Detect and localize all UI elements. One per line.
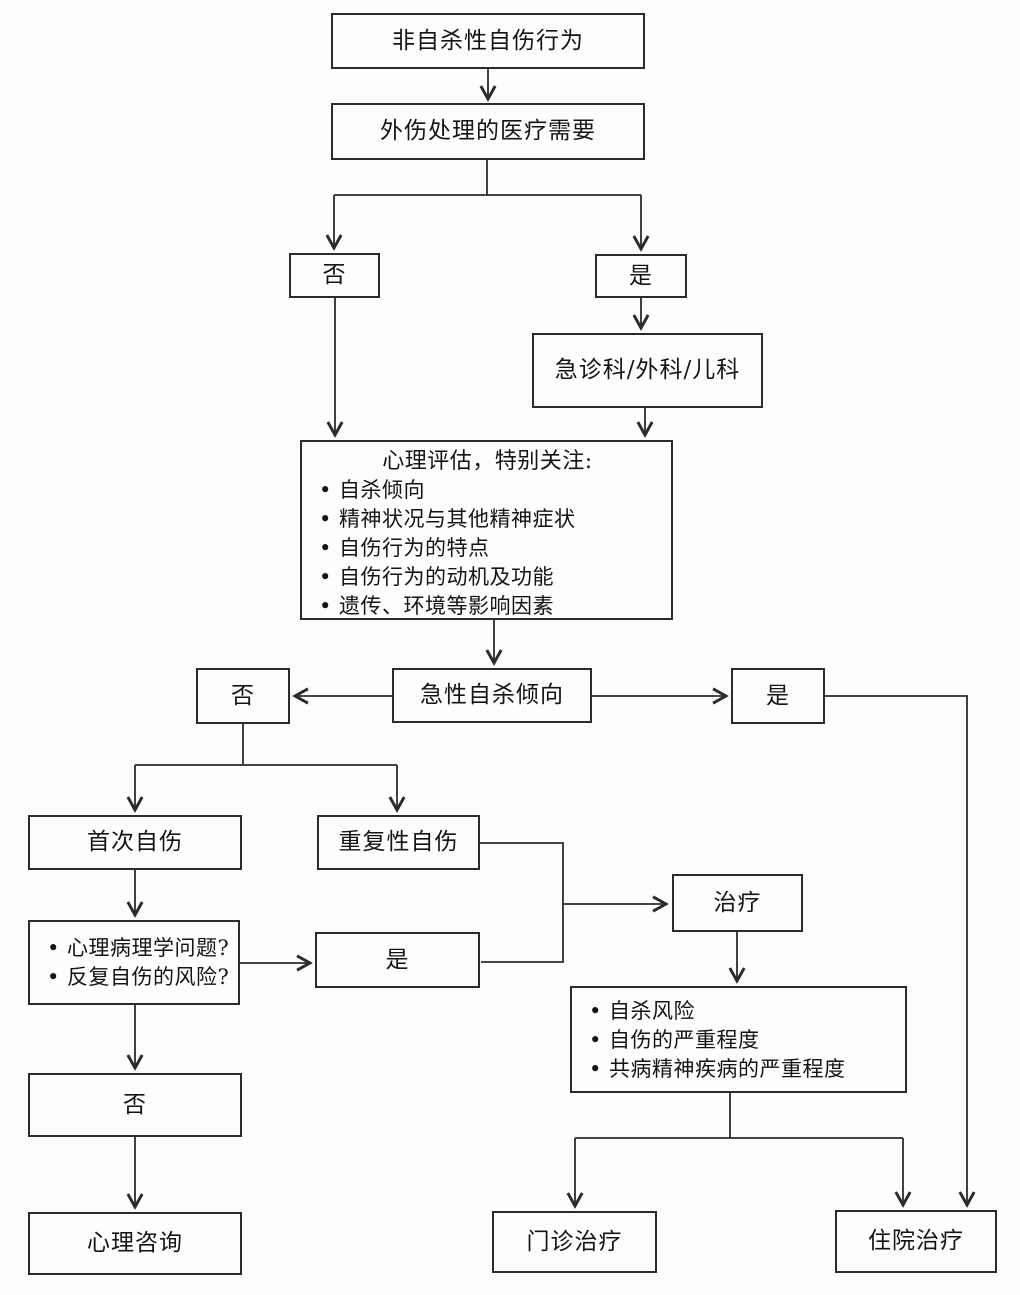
psych-questions-bullet-list: 心理病理学问题? 反复自伤的风险? [40, 934, 230, 992]
node-assessment: 心理评估，特别关注: 自杀倾向 精神状况与其他精神症状 自伤行为的特点 自伤行为… [300, 440, 673, 621]
node-emergency: 急诊科/外科/儿科 [532, 333, 763, 408]
node-repeated-injury: 重复性自伤 [317, 815, 480, 870]
assessment-bullet-list: 自杀倾向 精神状况与其他精神症状 自伤行为的特点 自伤行为的动机及功能 遗传、环… [312, 476, 663, 621]
node-acute-suicidality-label: 急性自杀倾向 [420, 682, 564, 709]
psych-question-bullet: 心理病理学问题? [40, 934, 230, 963]
severity-factor-bullet: 共病精神疾病的严重程度 [582, 1055, 897, 1084]
node-outpatient-label: 门诊治疗 [526, 1228, 623, 1255]
assessment-bullet: 自伤行为的特点 [312, 534, 663, 563]
connectors [135, 69, 967, 1207]
node-no-acute-label: 否 [231, 682, 255, 709]
node-trauma-need-label: 外伤处理的医疗需要 [380, 118, 596, 145]
node-trauma-need: 外伤处理的医疗需要 [331, 103, 645, 160]
node-yes-acute: 是 [731, 668, 825, 724]
psych-question-bullet: 反复自伤的风险? [40, 963, 230, 992]
node-no-pathology: 否 [28, 1073, 242, 1137]
node-treatment: 治疗 [672, 874, 803, 932]
node-no-trauma: 否 [289, 253, 380, 298]
node-no-pathology-label: 否 [123, 1091, 147, 1118]
node-repeated-injury-label: 重复性自伤 [338, 829, 459, 856]
severity-factor-bullet: 自杀风险 [582, 997, 897, 1026]
node-nssi-label: 非自杀性自伤行为 [392, 27, 584, 54]
node-first-injury: 首次自伤 [28, 815, 242, 870]
node-emergency-label: 急诊科/外科/儿科 [554, 357, 741, 384]
assessment-bullet: 遗传、环境等影响因素 [312, 592, 663, 621]
node-yes-risk: 是 [315, 932, 480, 988]
assessment-bullet: 精神状况与其他精神症状 [312, 505, 663, 534]
node-first-injury-label: 首次自伤 [87, 829, 183, 856]
assessment-bullet: 自伤行为的动机及功能 [312, 563, 663, 592]
node-inpatient: 住院治疗 [835, 1210, 997, 1273]
node-no-acute: 否 [196, 668, 290, 724]
node-severity-factors: 自杀风险 自伤的严重程度 共病精神疾病的严重程度 [570, 986, 907, 1093]
node-no-trauma-label: 否 [322, 262, 347, 289]
node-yes-trauma-label: 是 [629, 262, 653, 289]
node-yes-acute-label: 是 [766, 682, 790, 709]
node-yes-risk-label: 是 [385, 946, 410, 973]
severity-factor-bullet: 自伤的严重程度 [582, 1026, 897, 1055]
node-counseling-label: 心理咨询 [87, 1230, 183, 1257]
node-inpatient-label: 住院治疗 [868, 1228, 964, 1255]
node-counseling: 心理咨询 [28, 1212, 242, 1275]
node-psych-questions: 心理病理学问题? 反复自伤的风险? [28, 920, 240, 1005]
severity-factors-bullet-list: 自杀风险 自伤的严重程度 共病精神疾病的严重程度 [582, 997, 897, 1084]
node-assessment-title: 心理评估，特别关注: [382, 449, 593, 474]
node-acute-suicidality: 急性自杀倾向 [392, 668, 592, 723]
node-treatment-label: 治疗 [713, 889, 762, 916]
assessment-bullet: 自杀倾向 [312, 476, 663, 505]
node-yes-trauma: 是 [595, 254, 687, 298]
node-nssi: 非自杀性自伤行为 [331, 13, 645, 69]
node-outpatient: 门诊治疗 [492, 1211, 657, 1273]
